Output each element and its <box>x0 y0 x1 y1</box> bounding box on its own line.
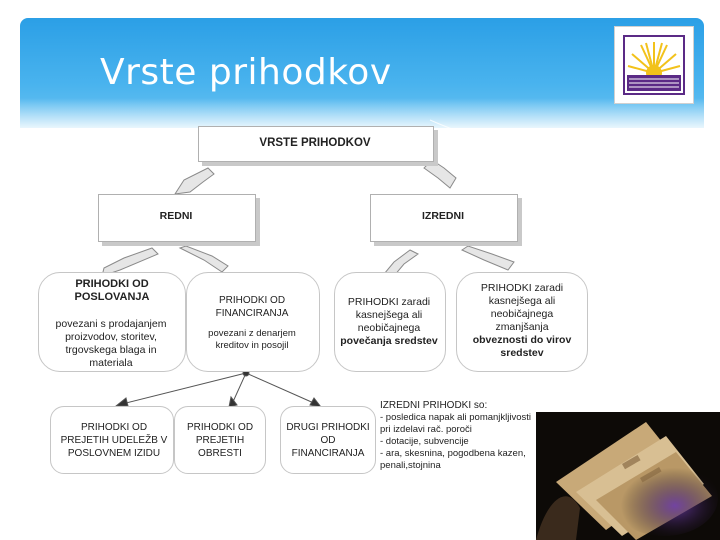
udelezbe-text: PRIHODKI OD PREJETIH UDELEŽB V POSLOVNEM… <box>52 421 176 460</box>
note-line: - posledica napak ali pomanjkljivosti <box>380 412 532 423</box>
root-box <box>198 126 434 162</box>
poslovanja-desc-line: proizvodov, storitev, <box>65 331 157 343</box>
banknotes-image <box>536 412 720 540</box>
financiranja-title-line: PRIHODKI OD <box>218 295 286 306</box>
izredni-sredstva-line: PRIHODKI zaradi <box>347 296 431 308</box>
poslovanja-desc: povezani s prodajanjem proizvodov, stori… <box>40 318 182 370</box>
obresti-box <box>174 406 266 474</box>
izredni-obveznosti-line: zmanjšanja <box>495 321 549 333</box>
izredni-obveznosti-line: neobičajnega <box>490 308 554 320</box>
udelezbe-line: PRIHODKI OD <box>80 422 148 433</box>
izredni-obveznosti-line: sredstev <box>500 347 544 359</box>
udelezbe-line: PREJETIH UDELEŽB V <box>60 435 168 446</box>
izredni-obveznosti-line: kasnejšega ali <box>488 295 556 307</box>
sun-emblem-icon <box>623 35 685 95</box>
izredni-sredstva-line: povečanja sredstev <box>340 335 438 347</box>
izredni-obveznosti-line: obveznosti do virov <box>472 334 572 346</box>
financiranja-desc-line: kreditov in posojil <box>215 340 289 351</box>
title-banner <box>20 18 704 128</box>
connector-to-obresti <box>231 372 247 405</box>
obresti-line: PRIHODKI OD <box>186 422 254 433</box>
izredni-prihodki-note: IZREDNI PRIHODKI so: - posledica napak a… <box>380 400 542 472</box>
slide-title: Vrste prihodkov <box>100 52 392 93</box>
financiranja-box <box>186 272 320 372</box>
drugi-line: DRUGI PRIHODKI <box>286 422 370 433</box>
poslovanja-desc-line: povezani s prodajanjem <box>55 318 167 330</box>
logo <box>614 26 694 104</box>
note-line: pri izdelavi rač. poroči <box>380 424 472 435</box>
izredni-sredstva-box <box>334 272 446 372</box>
redni-box <box>98 194 256 242</box>
drugi-box <box>280 406 376 474</box>
izredni-label: IZREDNI <box>422 210 464 222</box>
root-label: VRSTE PRIHODKOV <box>259 137 371 149</box>
udelezbe-box <box>50 406 174 474</box>
arrow-root-to-izredni <box>423 159 457 189</box>
izredni-sredstva-text: PRIHODKI zaradi kasnejšega ali neobičajn… <box>336 296 442 348</box>
financiranja-desc: povezani z denarjem kreditov in posojil <box>190 328 314 352</box>
poslovanja-desc-line: materiala <box>89 357 133 369</box>
note-line: - ara, skesnina, pogodbena kazen, <box>380 448 526 459</box>
poslovanja-title-line: POSLOVANJA <box>74 291 150 303</box>
redni-label: REDNI <box>159 210 193 222</box>
obresti-text: PRIHODKI OD PREJETIH OBRESTI <box>176 421 264 460</box>
poslovanja-title: PRIHODKI OD POSLOVANJA <box>50 278 174 304</box>
drugi-line: FINANCIRANJA <box>291 448 365 459</box>
note-heading: IZREDNI PRIHODKI so: <box>380 400 488 411</box>
financiranja-title: PRIHODKI OD FINANCIRANJA <box>190 294 314 320</box>
udelezbe-line: POSLOVNEM IZIDU <box>67 448 161 459</box>
arrow-izredni-to-obveznosti <box>460 245 515 271</box>
izredni-obveznosti-box <box>456 272 588 372</box>
obresti-line: PREJETIH <box>195 435 245 446</box>
obresti-line: OBRESTI <box>198 448 242 459</box>
izredni-sredstva-line: neobičajnega <box>357 322 421 334</box>
poslovanja-box <box>38 272 186 372</box>
connector-to-udelezbe <box>121 372 247 405</box>
izredni-obveznosti-text: PRIHODKI zaradi kasnejšega ali neobičajn… <box>456 282 588 360</box>
poslovanja-desc-line: trgovskega blaga in <box>65 344 157 356</box>
izredni-sredstva-line: kasnejšega ali <box>355 309 423 321</box>
arrow-redni-to-financiranja <box>178 245 229 273</box>
financiranja-title-line: FINANCIRANJA <box>215 308 289 319</box>
izredni-obveznosti-line: PRIHODKI zaradi <box>480 282 564 294</box>
drugi-line: OD <box>320 435 336 446</box>
drugi-text: DRUGI PRIHODKI OD FINANCIRANJA <box>276 421 380 460</box>
note-line: - dotacije, subvencije <box>380 436 469 447</box>
izredni-box <box>370 194 518 242</box>
euro-banknotes-photo <box>536 412 720 540</box>
arrow-root-to-redni <box>173 167 215 195</box>
poslovanja-title-line: PRIHODKI OD <box>75 278 149 290</box>
note-line: penali,stojnina <box>380 460 441 471</box>
financiranja-desc-line: povezani z denarjem <box>208 328 296 339</box>
arrowhead-udelezbe <box>114 397 129 407</box>
connector-to-drugi <box>245 372 317 405</box>
